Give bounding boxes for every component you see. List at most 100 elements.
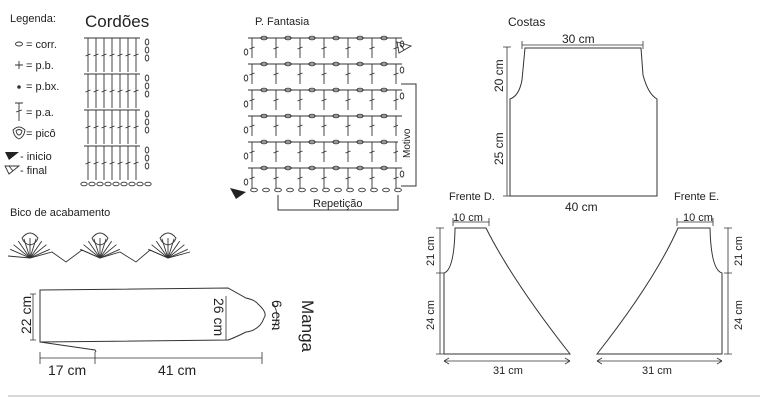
repeticao-label: Repetição	[313, 198, 363, 210]
frente-d-top-line	[452, 218, 490, 226]
double-crochet-stitch	[125, 37, 131, 72]
double-crochet-stitch	[273, 167, 279, 188]
single-crochet-icon	[15, 61, 23, 69]
fan-stitch	[167, 238, 175, 259]
picot-icon	[12, 126, 26, 140]
double-crochet-stitch	[133, 37, 139, 72]
double-crochet-stitch	[109, 145, 115, 180]
chain-stitch	[243, 74, 249, 82]
double-crochet-stitch	[133, 109, 139, 144]
double-crochet-stitch	[101, 109, 107, 144]
fan-stitch	[23, 238, 31, 259]
double-crochet-stitch	[249, 63, 255, 84]
chain-stitch	[144, 38, 150, 46]
double-crochet-stitch	[345, 37, 351, 58]
double-crochet-stitch	[321, 89, 327, 110]
costas-piece: Costas 30 cm 20 cm 25 cm 40 cm	[492, 15, 658, 214]
costas-lower-line	[503, 99, 511, 197]
double-crochet-stitch	[109, 73, 115, 108]
double-crochet-stitch	[117, 145, 123, 180]
chain-stitch	[80, 181, 88, 187]
chain-stitch	[370, 187, 378, 193]
chain-stitch	[144, 54, 150, 62]
chain-stitch	[298, 187, 306, 193]
double-crochet-stitch	[345, 115, 351, 136]
chain-stitch	[112, 181, 120, 187]
legend-label-pico: = picô	[26, 128, 56, 140]
double-crochet-stitch	[125, 145, 131, 180]
chain-stitch	[310, 187, 318, 193]
chain-stitch	[120, 181, 128, 187]
double-crochet-stitch	[345, 63, 351, 84]
fan-stitch	[99, 244, 117, 259]
chain-stitch	[96, 181, 104, 187]
chain-stitch	[358, 187, 366, 193]
frente-e-outline	[595, 227, 723, 355]
frente-e-top-line	[676, 218, 714, 226]
motivo-bracket	[401, 83, 417, 187]
chain-stitch	[144, 46, 150, 54]
costas-top-line	[521, 41, 644, 49]
fan-stitch	[99, 240, 113, 259]
cordoes-chart	[80, 37, 152, 187]
chain-stitch	[144, 82, 150, 90]
costas-top-label: 30 cm	[562, 32, 595, 46]
double-crochet-stitch	[125, 109, 131, 144]
chain-stitch	[144, 162, 150, 170]
manga-title: Manga	[298, 300, 317, 353]
manga-length-line	[95, 352, 263, 364]
chain-stitch	[382, 187, 390, 193]
frente-d-top-label: 10 cm	[453, 212, 483, 224]
double-crochet-stitch	[321, 115, 327, 136]
chain-stitch	[322, 187, 330, 193]
frente-e-top-label: 10 cm	[683, 212, 713, 224]
manga-outline	[39, 287, 266, 343]
legend-label-pb: = p.b.	[26, 60, 54, 72]
double-crochet-stitch	[297, 141, 303, 162]
chain-stitch	[334, 187, 342, 193]
chain-stitch	[250, 187, 258, 193]
frente-e-piece: Frente E. 10 cm 21 cm 24 cm 31 cm	[595, 191, 745, 377]
chain-stitch	[394, 187, 402, 193]
double-crochet-stitch	[321, 37, 327, 58]
double-crochet-stitch	[369, 115, 375, 136]
double-crochet-stitch	[109, 37, 115, 72]
repeticao-bracket	[277, 195, 399, 211]
picot-stitch	[91, 232, 109, 246]
double-crochet-stitch	[125, 73, 131, 108]
legend-label-inicio: - inicio	[20, 151, 52, 163]
chain-stitch-icon	[15, 41, 23, 47]
chain-stitch	[144, 126, 150, 134]
double-crochet-stitch	[249, 89, 255, 110]
double-crochet-stitch	[93, 73, 99, 108]
frente-d-outline	[443, 227, 572, 355]
double-crochet-stitch	[393, 167, 399, 188]
double-crochet-stitch	[101, 145, 107, 180]
chain-stitch	[144, 110, 150, 118]
double-crochet-stitch	[85, 145, 91, 180]
frente-d-piece: Frente D. 10 cm 21 cm 24 cm 31 cm	[425, 191, 572, 377]
chain-stitch	[128, 181, 136, 187]
frente-d-title: Frente D.	[449, 191, 495, 203]
double-crochet-stitch	[93, 37, 99, 72]
manga-height-line	[30, 293, 36, 341]
costas-upper-line	[503, 46, 511, 99]
fantasia-title: P. Fantasia	[255, 16, 310, 28]
double-crochet-stitch	[297, 63, 303, 84]
fan-stitch	[29, 238, 37, 259]
fan-stitch	[87, 240, 101, 259]
double-crochet-stitch	[101, 73, 107, 108]
double-crochet-stitch	[345, 167, 351, 188]
chain-stitch	[399, 66, 405, 74]
frente-e-title: Frente E.	[674, 191, 719, 203]
double-crochet-stitch	[297, 89, 303, 110]
double-crochet-stitch	[117, 37, 123, 72]
double-crochet-stitch	[369, 63, 375, 84]
manga-height-label: 22 cm	[18, 296, 34, 334]
motivo-label: Motivo	[402, 128, 413, 158]
double-crochet-stitch	[249, 115, 255, 136]
double-crochet-stitch	[273, 141, 279, 162]
double-crochet-stitch	[273, 63, 279, 84]
legend-title: Legenda:	[10, 13, 56, 25]
double-crochet-stitch	[93, 109, 99, 144]
